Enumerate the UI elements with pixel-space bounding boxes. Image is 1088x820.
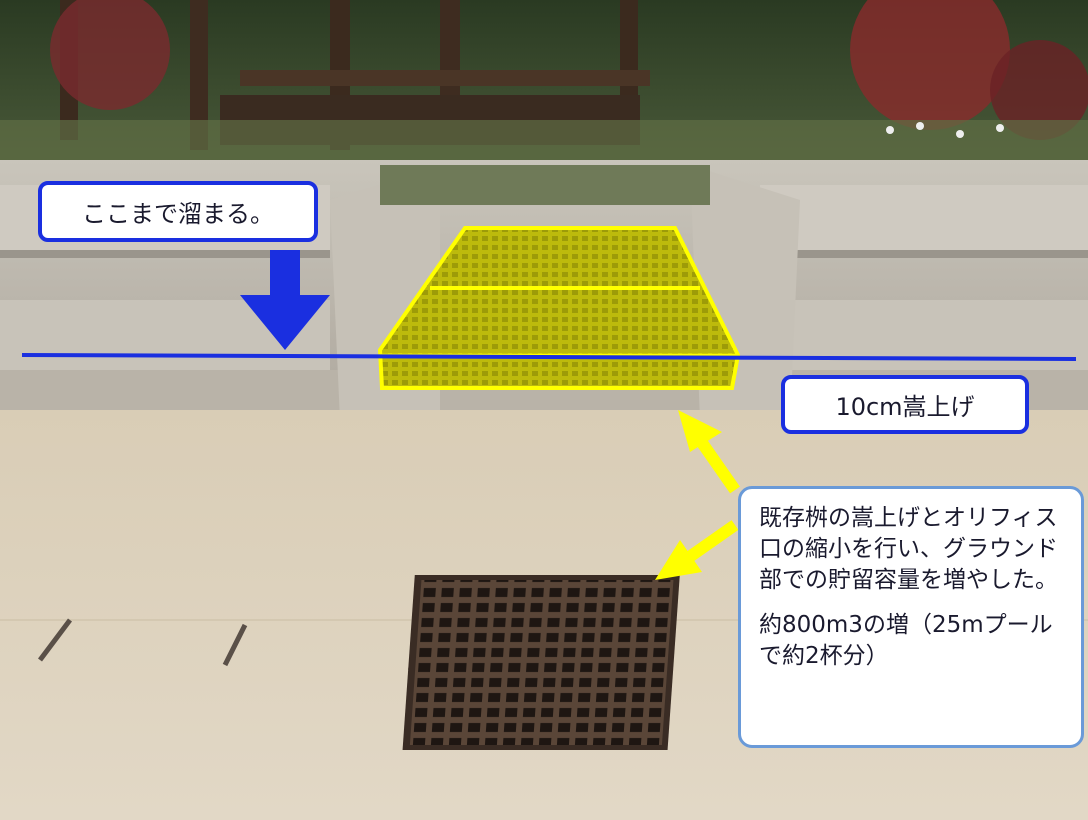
raise-height-label: 10cm嵩上げ (781, 375, 1029, 434)
yellow-arrows (655, 410, 740, 580)
background-trees (0, 0, 1088, 170)
raised-basin-highlight (377, 226, 741, 390)
storage-level-label: ここまで溜まる。 (38, 181, 318, 242)
down-arrow (240, 250, 330, 350)
water-level-line (21, 353, 1077, 361)
description-text: 既存桝の嵩上げとオリフィス口の縮小を行い、グラウンド部での貯留容量を増やした。 (759, 505, 1058, 593)
volume-note-text: 約800m3の増（25mプールで約2杯分） (759, 612, 1053, 669)
drain-grate (402, 575, 680, 750)
description-note: 既存桝の嵩上げとオリフィス口の縮小を行い、グラウンド部での貯留容量を増やした。 … (738, 486, 1084, 748)
